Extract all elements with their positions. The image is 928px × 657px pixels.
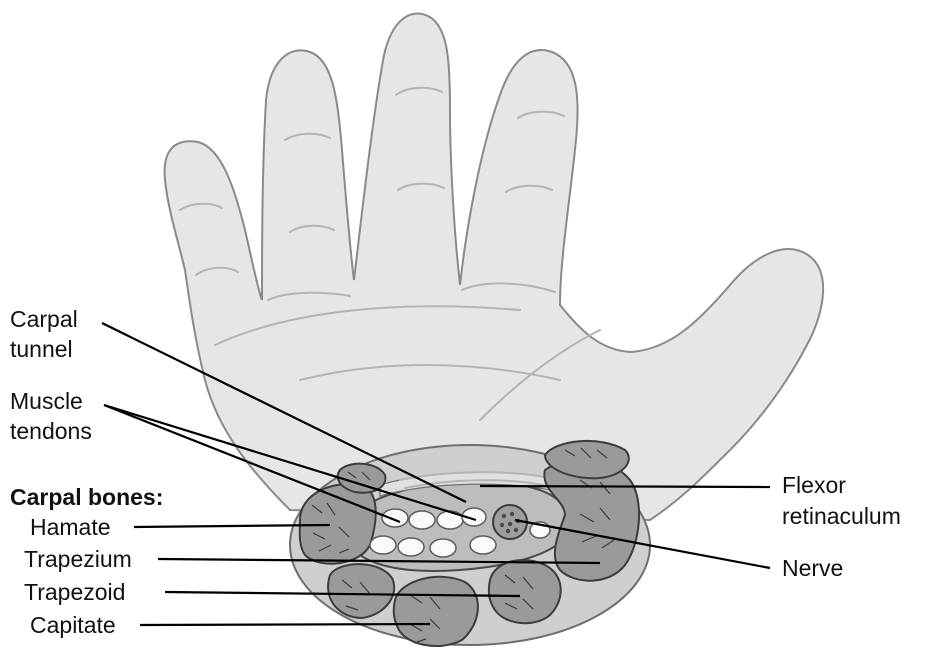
label-flexor-retinaculum-line1: Flexor <box>782 472 846 498</box>
leader-capitate <box>140 624 430 625</box>
label-carpal-tunnel-line1: Carpal <box>10 306 78 332</box>
hand-illustration <box>165 14 824 520</box>
label-nerve: Nerve <box>782 555 843 581</box>
bone-small <box>338 464 386 493</box>
tendon-2 <box>409 511 435 529</box>
label-flexor-retinaculum-line2: retinaculum <box>782 503 901 529</box>
label-carpal-bones-heading: Carpal bones: <box>10 484 163 510</box>
bone-trapezoid <box>489 560 561 623</box>
label-carpal-tunnel-line2: tunnel <box>10 336 73 362</box>
tendon-8 <box>470 536 496 554</box>
tendon-7 <box>430 539 456 557</box>
label-muscle-tendons-line1: Muscle <box>10 388 83 414</box>
leader-flexor-retinaculum <box>480 486 770 487</box>
tendon-1 <box>382 509 408 527</box>
label-trapezoid: Trapezoid <box>24 579 125 605</box>
tendon-6 <box>398 538 424 556</box>
tendon-5 <box>370 536 396 554</box>
bone-hamate <box>300 484 376 564</box>
bone-capitate <box>394 577 478 646</box>
label-trapezium: Trapezium <box>24 546 132 572</box>
wrist-cross-section <box>290 441 650 646</box>
label-hamate: Hamate <box>30 514 111 540</box>
hand-outline <box>165 14 824 520</box>
label-capitate: Capitate <box>30 612 116 638</box>
label-muscle-tendons-line2: tendons <box>10 418 92 444</box>
